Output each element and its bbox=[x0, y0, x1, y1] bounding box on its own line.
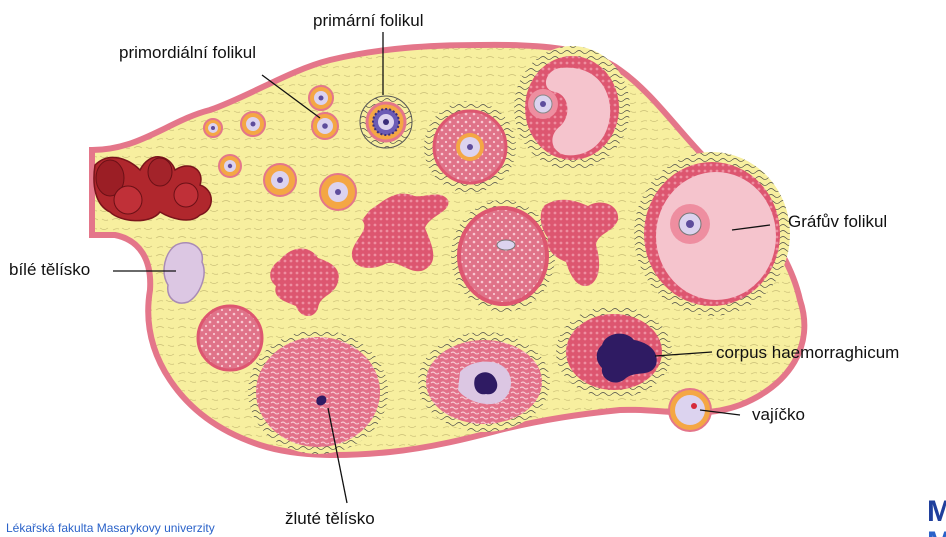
corpus-haemorrhagicum bbox=[556, 306, 672, 398]
primary-follicle bbox=[360, 96, 412, 148]
label-graafian-follicle: Gráfův folikul bbox=[788, 212, 887, 232]
label-corpus-luteum: žluté tělísko bbox=[285, 509, 375, 529]
corpus-luteum bbox=[248, 330, 388, 454]
footer-institution: Lékařská fakulta Masarykovy univerzity bbox=[6, 521, 215, 535]
label-corpus-albicans: bílé tělísko bbox=[9, 260, 90, 280]
atretic-follicle-left bbox=[198, 306, 262, 370]
graafian-follicle bbox=[634, 152, 790, 316]
university-logo-fragment: M bbox=[927, 528, 946, 537]
university-logo: M bbox=[927, 497, 946, 527]
corpus-luteum-clot bbox=[418, 332, 550, 432]
label-ovum: vajíčko bbox=[752, 405, 805, 425]
label-primary-follicle: primární folikul bbox=[313, 11, 424, 31]
atretic-follicle bbox=[451, 200, 555, 312]
label-corpus-haemorrhagicum: corpus haemorraghicum bbox=[716, 343, 899, 363]
secondary-follicle bbox=[424, 101, 516, 193]
label-primordial-follicle: primordiální folikul bbox=[119, 43, 256, 63]
university-logo-letter: M bbox=[927, 528, 946, 537]
tertiary-follicle bbox=[514, 46, 630, 170]
